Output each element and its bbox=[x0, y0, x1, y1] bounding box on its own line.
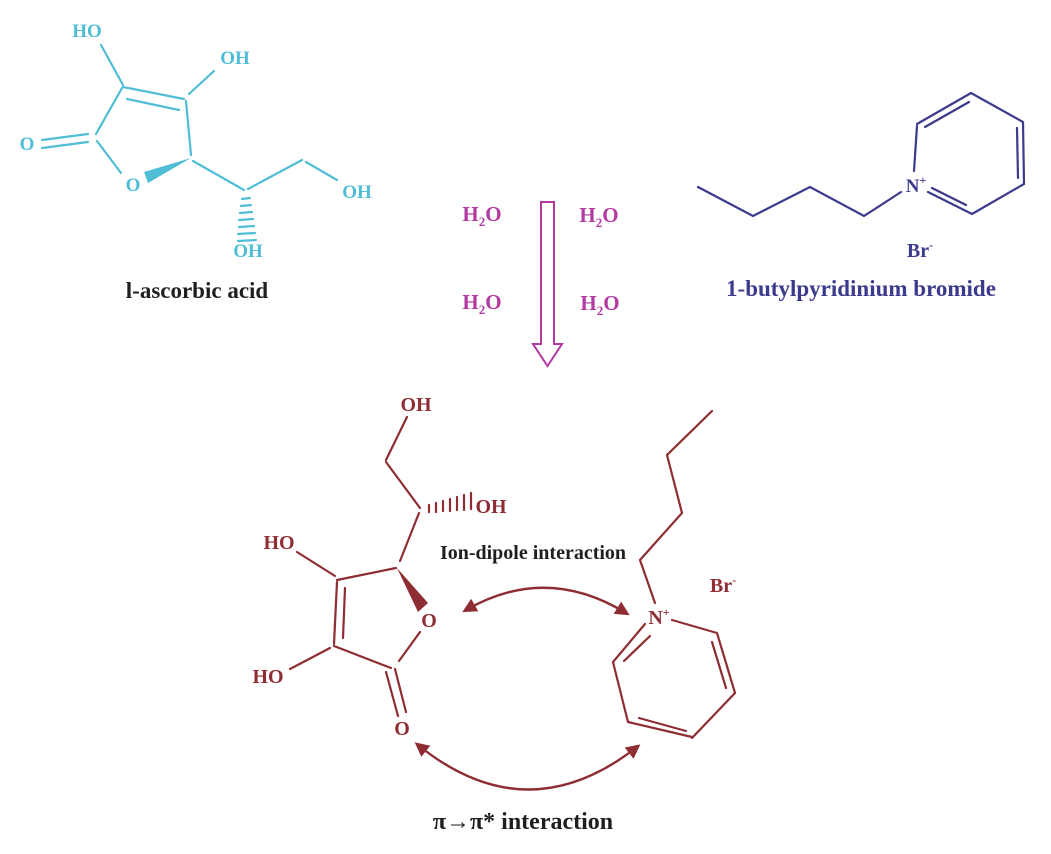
br-charge: - bbox=[732, 573, 736, 587]
atom-label-ho-top: HO bbox=[72, 21, 102, 42]
complex-hash-wedge-bond bbox=[427, 491, 473, 514]
atom-label-oh-side: OH bbox=[475, 496, 507, 518]
water-label-3: H2O bbox=[462, 290, 501, 317]
atom-label-ho-upper: HO bbox=[263, 532, 294, 554]
water-o: O bbox=[485, 202, 501, 226]
water-label-2: H2O bbox=[579, 203, 618, 230]
complex-structure: OH OH HO HO O O N+ Br- bbox=[252, 394, 737, 791]
complex-wedge-bond bbox=[397, 568, 428, 612]
atom-label-n-plus: N+ bbox=[648, 605, 669, 629]
water-h: H bbox=[580, 291, 596, 315]
reaction-arrow-down bbox=[531, 201, 564, 368]
n-atom: N bbox=[906, 176, 920, 197]
butylpyridinium-caption: 1-butylpyridinium bromide bbox=[726, 276, 996, 301]
water-subscript: 2 bbox=[479, 302, 486, 317]
ascorbic-wedge-bond bbox=[144, 158, 191, 183]
atom-label-oh-top: OH bbox=[400, 394, 432, 416]
butylpyridinium-bonds bbox=[696, 91, 1026, 218]
atom-label-oh-top: OH bbox=[220, 48, 250, 69]
bromide-ion-label: Br- bbox=[710, 573, 736, 597]
br-atom: Br bbox=[907, 240, 929, 262]
ascorbic-acid-structure: HO OH O O OH OH bbox=[20, 21, 372, 262]
n-charge: + bbox=[919, 173, 926, 187]
water-o: O bbox=[603, 291, 619, 315]
water-subscript: 2 bbox=[596, 215, 603, 230]
atom-label-ring-o: O bbox=[421, 610, 437, 632]
bromide-ion-label: Br- bbox=[907, 238, 933, 262]
water-label-4: H2O bbox=[580, 291, 619, 318]
atom-label-carbonyl-o: O bbox=[394, 718, 410, 740]
atom-label-oh-bottom: OH bbox=[233, 241, 263, 262]
br-atom: Br bbox=[710, 575, 732, 597]
water-label-1: H2O bbox=[462, 202, 501, 229]
complex-bonds bbox=[288, 409, 737, 740]
br-charge: - bbox=[929, 238, 933, 252]
water-o: O bbox=[602, 203, 618, 227]
atom-label-carbonyl-o: O bbox=[20, 134, 35, 155]
water-h: H bbox=[579, 203, 595, 227]
water-o: O bbox=[485, 290, 501, 314]
water-subscript: 2 bbox=[479, 214, 486, 229]
butylpyridinium-structure: N+ Br- bbox=[696, 91, 1026, 262]
ascorbic-hash-wedge-bond bbox=[236, 196, 258, 243]
water-h: H bbox=[462, 202, 478, 226]
ascorbic-bonds bbox=[40, 43, 339, 192]
atom-label-ring-o: O bbox=[126, 175, 141, 196]
water-h: H bbox=[462, 290, 478, 314]
n-atom: N bbox=[648, 607, 663, 629]
n-charge: + bbox=[663, 605, 670, 619]
atom-label-oh-chain: OH bbox=[342, 182, 372, 203]
pi-pi-arrow bbox=[414, 742, 641, 791]
atom-label-n-plus: N+ bbox=[906, 173, 927, 197]
pi-pi-label: π→π* interaction bbox=[433, 809, 613, 835]
water-subscript: 2 bbox=[597, 303, 604, 318]
ion-dipole-label: Ion-dipole interaction bbox=[440, 542, 626, 564]
water-molecules: H2O H2O H2O H2O bbox=[462, 202, 619, 318]
ion-dipole-arrow bbox=[462, 586, 630, 616]
ascorbic-acid-caption: l-ascorbic acid bbox=[126, 278, 269, 303]
atom-label-ho-lower: HO bbox=[252, 666, 283, 688]
